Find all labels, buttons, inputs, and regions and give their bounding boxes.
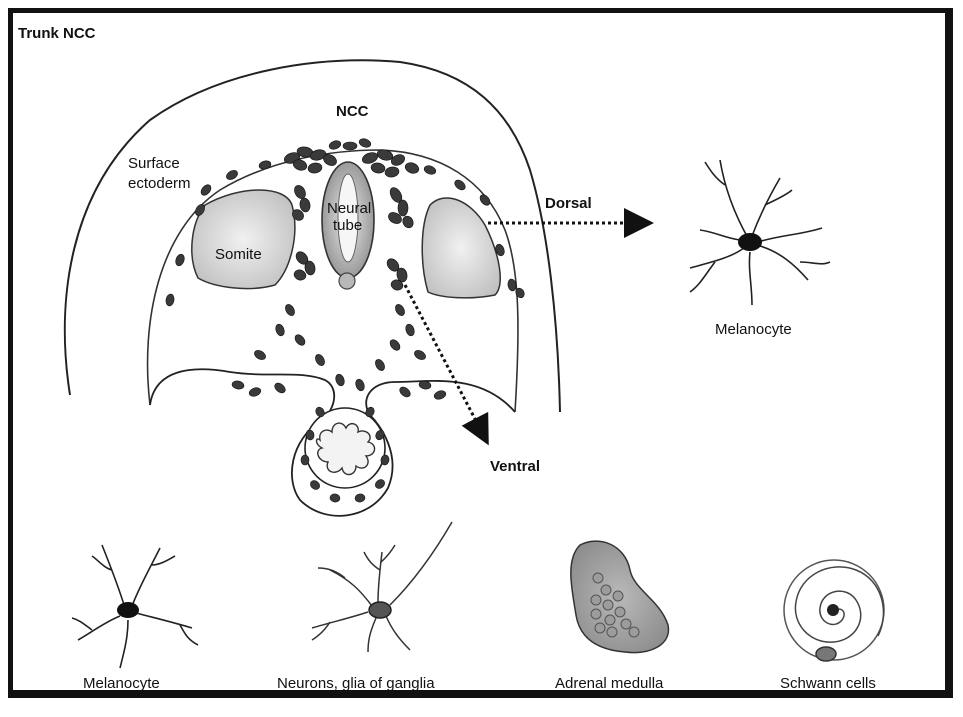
figure-title: Trunk NCC <box>18 25 96 42</box>
melanocyte-top-icon <box>690 160 830 305</box>
ventral-label: Ventral <box>490 458 540 475</box>
melanocyte-top-label: Melanocyte <box>715 321 792 338</box>
neuron-icon <box>312 522 452 652</box>
tube-label: tube <box>333 217 362 234</box>
somite-label: Somite <box>215 246 262 263</box>
derivative-label-1: Neurons, glia of ganglia <box>277 675 435 692</box>
dorsal-label: Dorsal <box>545 195 592 212</box>
surface-label: Surface <box>128 155 180 172</box>
ectoderm-label: ectoderm <box>128 175 191 192</box>
melanocyte-icon <box>72 545 198 668</box>
schwann-cells-icon <box>784 560 884 661</box>
ncc-label: NCC <box>336 103 369 120</box>
adrenal-medulla-icon <box>571 541 669 652</box>
neural-label: Neural <box>327 200 371 217</box>
derivative-label-3: Schwann cells <box>780 675 876 692</box>
somite-right <box>422 198 500 298</box>
somite-left <box>192 190 295 289</box>
ventral-arrow <box>405 285 486 440</box>
notochord <box>339 273 355 289</box>
derivative-label-0: Melanocyte <box>83 675 160 692</box>
derivative-label-2: Adrenal medulla <box>555 675 664 692</box>
